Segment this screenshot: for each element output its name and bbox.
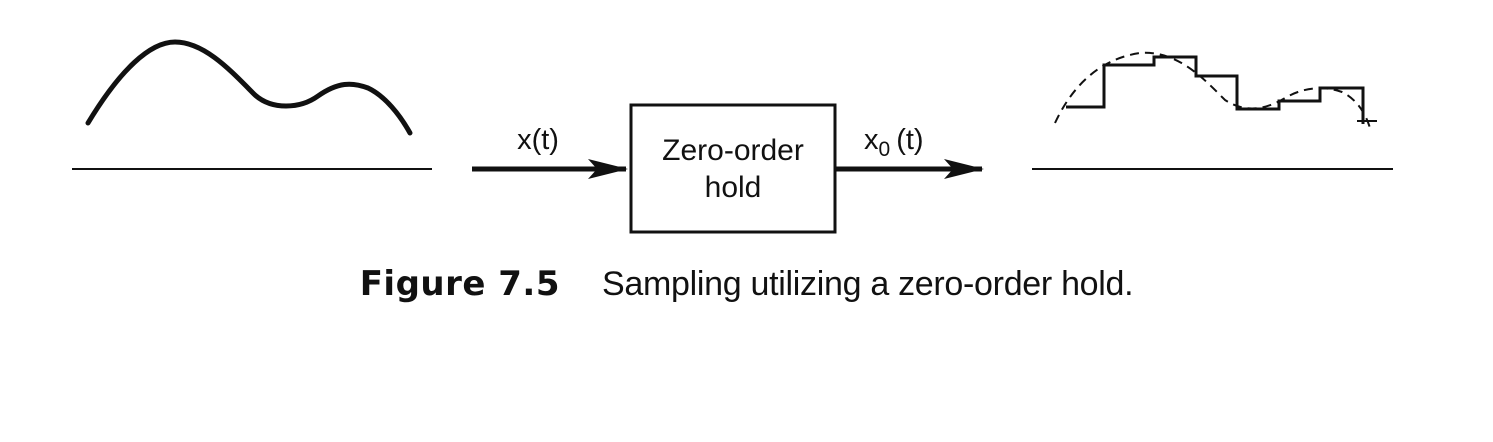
- zero-order-hold-staircase: [1066, 55, 1365, 124]
- output-label-argument: (t): [896, 124, 923, 156]
- zero-order-hold-block: Zero-order hold: [629, 103, 837, 234]
- output-signal-label: x0(t): [864, 124, 924, 161]
- input-waveform-panel: [72, 39, 432, 170]
- input-arrow: x(t): [472, 124, 628, 179]
- output-label-base: x: [864, 124, 879, 156]
- input-signal-label: x(t): [517, 124, 559, 156]
- caption-text: Sampling utilizing a zero-order hold.: [602, 265, 1134, 303]
- block-outline: [629, 103, 837, 234]
- figure-label: Figure 7.5: [359, 264, 561, 304]
- output-arrow: x0(t): [835, 124, 984, 179]
- input-waveform-curve: [85, 39, 413, 136]
- block-label-line1: Zero-order: [662, 134, 804, 167]
- figure-caption: Figure 7.5 Sampling utilizing a zero-orde…: [0, 264, 1493, 304]
- original-signal-dashed-curve: [1054, 51, 1371, 129]
- output-waveform-panel: [1032, 51, 1393, 170]
- output-label-subscript: 0: [879, 138, 891, 161]
- block-label-line2: hold: [705, 171, 762, 204]
